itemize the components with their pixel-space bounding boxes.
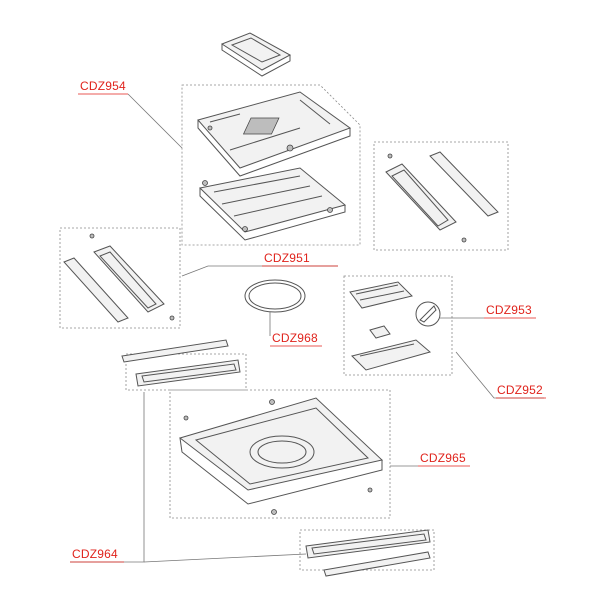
label-cdz953: CDZ953 <box>486 303 532 317</box>
leader-lines <box>70 93 544 563</box>
ring-gasket <box>244 279 306 313</box>
label-cdz951: CDZ951 <box>264 251 310 265</box>
upper-tray <box>197 91 352 177</box>
group-boxes <box>59 84 509 571</box>
left-rails <box>63 233 175 323</box>
lower-tray <box>198 167 347 241</box>
gasket-frame <box>220 32 292 77</box>
label-cdz954: CDZ954 <box>80 79 126 93</box>
label-underlines <box>70 93 546 563</box>
strip-upper <box>121 339 241 387</box>
right-rails <box>385 151 499 243</box>
clip-part <box>415 301 441 327</box>
label-cdz952: CDZ952 <box>497 383 543 397</box>
box-cdz965 <box>169 389 391 519</box>
control-board-parts <box>349 281 432 371</box>
base-tray <box>178 397 384 515</box>
label-cdz964: CDZ964 <box>72 547 118 561</box>
strip-lower <box>305 529 431 577</box>
box-strip-bottom <box>299 529 435 571</box>
label-cdz968: CDZ968 <box>272 331 318 345</box>
box-cdz952 <box>343 275 453 376</box>
box-left-rails <box>59 227 181 329</box>
box-right-rails <box>373 141 509 251</box>
label-cdz965: CDZ965 <box>420 451 466 465</box>
